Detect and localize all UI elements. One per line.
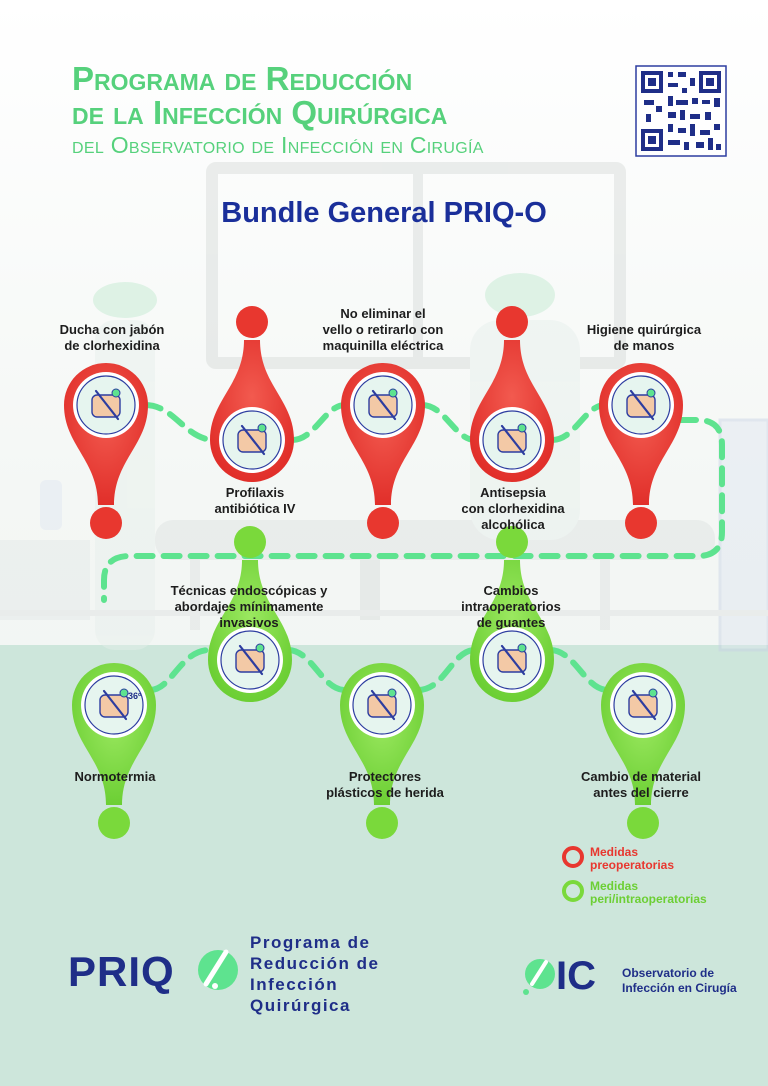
antiseptic-icon [497, 423, 527, 456]
priq-program-line3: Infección [250, 975, 339, 994]
priq-logo-o-icon [198, 949, 238, 990]
glove-change-icon [497, 643, 527, 676]
priq-logo-text: PRIQ [68, 948, 175, 995]
pin-protectores [340, 663, 424, 839]
wound-protector-icon [367, 688, 397, 721]
pin-knob [234, 526, 266, 558]
oic-logo-icon [523, 959, 555, 995]
instrument-tray-icon [628, 688, 658, 721]
pin-knob [496, 306, 528, 338]
iv-antibiotic-icon [237, 423, 267, 456]
bundle-title: Bundle General PRIQ-O [221, 197, 547, 229]
pin-antisepsia [470, 306, 554, 482]
pathway-connectors [101, 402, 725, 693]
pin-endoscopicas [208, 526, 292, 702]
pin-vello [341, 363, 425, 539]
pin-guantes [470, 526, 554, 702]
pin-higiene [599, 363, 683, 539]
thermometer-icon [99, 688, 129, 721]
qr-code[interactable] [635, 65, 727, 157]
pin-knob [90, 507, 122, 539]
pin-knob [625, 507, 657, 539]
oic-name-line1: Observatorio de [622, 966, 715, 980]
pin-knob [496, 526, 528, 558]
pin-normotermia: 36º [72, 663, 156, 839]
hand-washing-icon [626, 388, 656, 421]
pin-knob [366, 807, 398, 839]
priq-program-line2: Reducción de [250, 954, 380, 973]
pin-knob [367, 507, 399, 539]
laparoscopy-icon [235, 643, 265, 676]
pin-knob [627, 807, 659, 839]
legend-preop-ring [562, 846, 584, 868]
pin-profilaxis [210, 306, 294, 482]
oic-logo-text: IC [556, 954, 596, 998]
pin-ducha [64, 363, 148, 539]
legend-periop-ring [562, 880, 584, 902]
electric-clipper-icon [368, 388, 398, 421]
shower-icon [91, 388, 121, 421]
program-subtitle: del Observatorio de Infección en Cirugía [72, 132, 484, 158]
priq-program-line1: Programa de [250, 933, 371, 952]
temperature-badge: 36º [128, 691, 142, 701]
pin-knob [236, 306, 268, 338]
oic-name-line2: Infección en Cirugía [622, 981, 737, 995]
pin-material [601, 663, 685, 839]
program-title-line1: Programa de Reducción [72, 60, 413, 97]
program-title-line2: de la Infección Quirúrgica [72, 94, 448, 131]
pin-knob [98, 807, 130, 839]
priq-program-line4: Quirúrgica [250, 996, 351, 1015]
label-normotermia: Normotermia [74, 769, 156, 784]
